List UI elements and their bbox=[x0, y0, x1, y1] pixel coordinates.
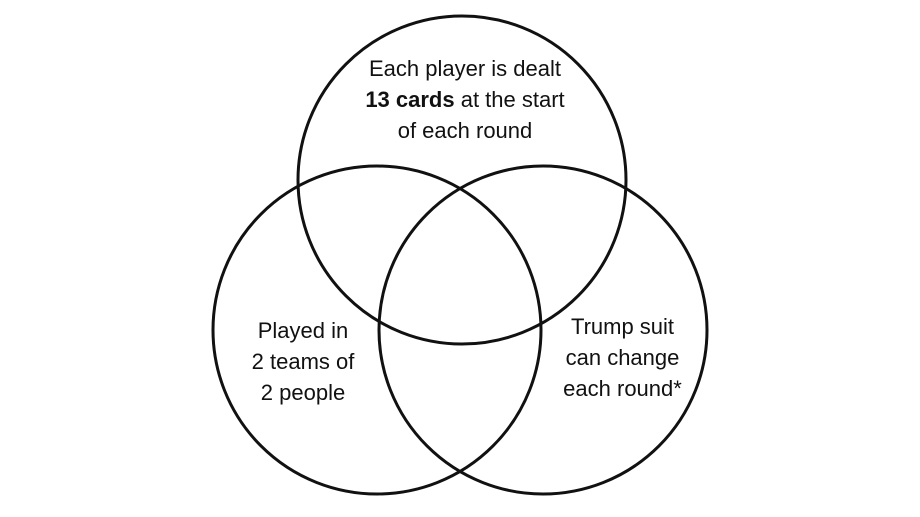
label-line: of each round bbox=[330, 115, 600, 146]
label-run: of each round bbox=[397, 118, 533, 143]
label-bold-run: 13 cards bbox=[365, 87, 455, 112]
set-label-right: Trump suit can change each round* bbox=[535, 311, 710, 404]
set-label-top: Each player is dealt 13 cards at the star… bbox=[330, 53, 600, 146]
set-label-left: Played in 2 teams of 2 people bbox=[218, 315, 388, 408]
label-run: each round* bbox=[563, 376, 682, 401]
label-line: 13 cards at the start bbox=[330, 84, 600, 115]
label-line: each round* bbox=[535, 373, 710, 404]
label-run: Played in bbox=[257, 318, 349, 343]
label-line: 2 people bbox=[218, 377, 388, 408]
set-circle-top bbox=[296, 14, 628, 346]
label-run: at the start bbox=[454, 87, 565, 112]
set-circle-left bbox=[211, 164, 543, 496]
label-run: Trump suit bbox=[570, 314, 675, 339]
label-line: Trump suit bbox=[535, 311, 710, 342]
label-line: Each player is dealt bbox=[330, 53, 600, 84]
label-line: Played in bbox=[218, 315, 388, 346]
set-circle-right bbox=[377, 164, 709, 496]
label-run: 2 teams of bbox=[251, 349, 355, 374]
label-line: can change bbox=[535, 342, 710, 373]
label-line: 2 teams of bbox=[218, 346, 388, 377]
label-run: can change bbox=[565, 345, 680, 370]
label-run: Each player is dealt bbox=[369, 56, 561, 81]
label-run: 2 people bbox=[260, 380, 346, 405]
